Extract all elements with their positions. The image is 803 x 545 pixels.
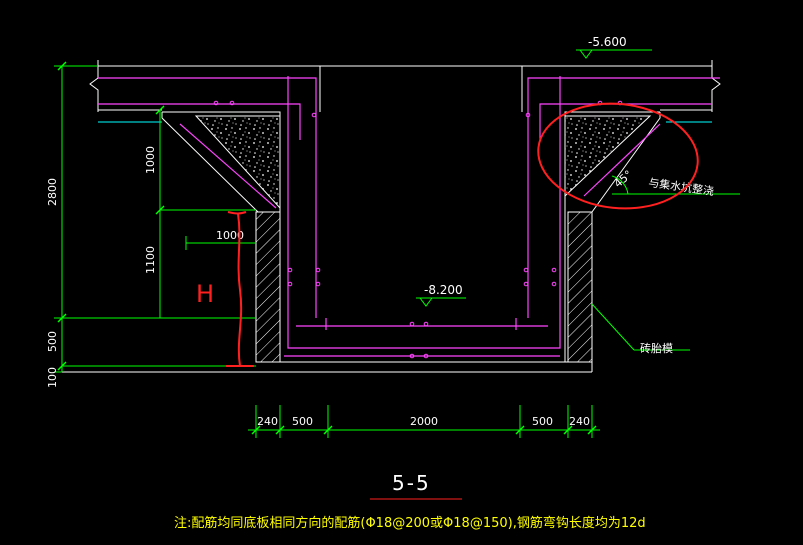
reinforcement-note: 注:配筋均同底板相同方向的配筋(Φ18@200或Φ18@150),钢筋弯钩长度均… — [174, 515, 646, 531]
dim-center: 2000 — [410, 415, 438, 428]
elevation-bottom: -8.200 — [424, 283, 463, 297]
left-brick-mould — [255, 211, 281, 363]
connection-label: 与集水坑整浇 — [648, 175, 715, 198]
dim-total-height: 2800 — [46, 178, 59, 206]
angle-label: 45° — [612, 168, 635, 190]
elevation-top: -5.600 — [588, 35, 627, 49]
break-line-left — [89, 60, 99, 112]
left-haunch-concrete — [194, 115, 281, 210]
section-title: 5-5 — [392, 471, 431, 495]
right-haunch-concrete — [564, 115, 652, 198]
dim-mid-height: 1100 — [144, 246, 157, 274]
top-slab — [89, 60, 721, 123]
dim-left-gap: 500 — [292, 415, 313, 428]
dim-inner-width: 1000 — [216, 229, 244, 242]
dim-base-height: 100 — [46, 367, 59, 388]
dim-lower-height: 500 — [46, 331, 59, 352]
dim-right-wall: 240 — [569, 415, 590, 428]
dimension-ticks — [57, 61, 597, 435]
red-circle-markup — [537, 102, 699, 210]
dim-haunch-height: 1000 — [144, 146, 157, 174]
red-height-bracket — [226, 211, 254, 367]
dim-left-wall: 240 — [257, 415, 278, 428]
dim-right-gap: 500 — [532, 415, 553, 428]
rebar-dots — [213, 100, 623, 359]
right-brick-mould — [567, 211, 593, 363]
dimension-lines — [54, 49, 740, 438]
red-markup — [226, 102, 699, 367]
break-line-right — [711, 60, 721, 112]
handwritten-h: H — [196, 280, 214, 308]
rebar — [98, 76, 720, 357]
brick-mould-label: 砖胎模 — [640, 341, 673, 355]
